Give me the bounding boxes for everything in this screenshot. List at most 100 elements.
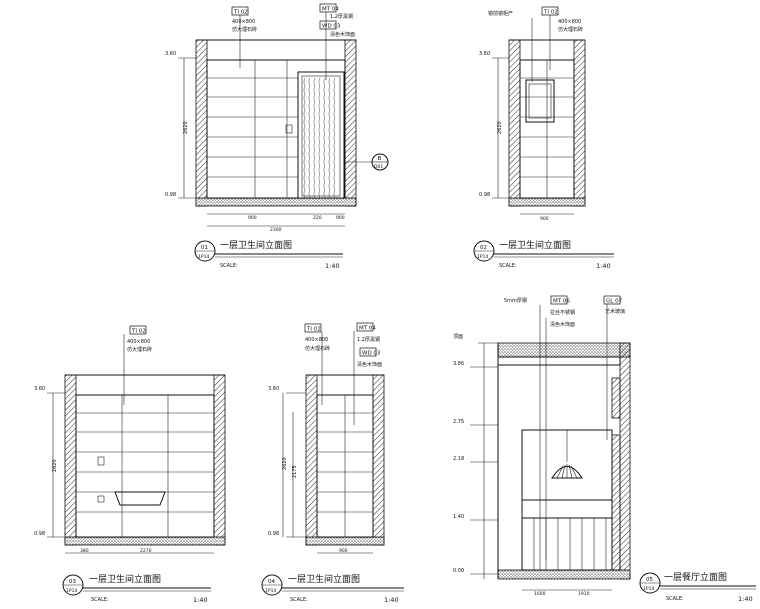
scale-value: 1:40: [596, 262, 611, 270]
scale-value: 1:40: [738, 595, 753, 603]
door-panel: [301, 75, 341, 197]
sink-basin: [114, 491, 166, 506]
tile-grid: [520, 60, 574, 198]
scale-label: SCALE:: [499, 263, 517, 269]
note-steel: 1.2厚黑钢: [357, 336, 380, 343]
dim-height-2: 2175: [292, 465, 298, 478]
section-letter: B: [378, 156, 382, 162]
dim-height: 2620: [52, 459, 58, 472]
note-wood: 清色木饰面: [357, 361, 382, 368]
drawing-sheet-ref: 1P14: [265, 588, 276, 594]
dim-a: 900: [540, 216, 549, 222]
dim-height: 2620: [282, 457, 288, 470]
left-wall: [305, 374, 318, 546]
tile-wall: [75, 394, 215, 538]
drawing-sheet-ref: 1P14: [477, 254, 488, 260]
left-wall: [508, 39, 521, 207]
drawing-title: 一层卫生间立面图: [220, 239, 292, 251]
tag-wd03-text: WD 03: [362, 351, 381, 357]
scale-label: SCALE:: [91, 597, 109, 603]
column-upper: [611, 377, 621, 419]
tile-grid: [76, 395, 214, 537]
right-wall: [573, 39, 586, 207]
level-3: 2.18: [453, 456, 464, 462]
note-steel: 1.2厚黑钢: [330, 13, 353, 20]
note-wood: 清色木饰面: [330, 31, 355, 38]
level-2: 2.75: [453, 419, 464, 425]
dim-a: 900: [339, 548, 348, 554]
switch-icon: [285, 124, 293, 134]
elevation-04: TI 02 400×800 仿大理石砖 MT 04 1.2厚黑钢 WD 03 清…: [261, 322, 404, 604]
floor-slab: [305, 536, 385, 546]
level-4: 1.40: [453, 514, 464, 520]
floor-slab: [195, 197, 357, 207]
tag-mt04-text: MT 04: [359, 326, 376, 332]
level-top: 3.60: [268, 386, 279, 392]
floor-slab: [64, 536, 226, 546]
drawing-sheet-ref: 1P14: [66, 588, 77, 594]
dim-a: 380: [80, 548, 89, 554]
dim-b: 1910: [578, 591, 590, 597]
tag-ti02-text: TI 02: [543, 10, 558, 16]
drawing-number: 03: [69, 579, 76, 585]
note-wood: 清色木饰面: [550, 321, 575, 328]
scale-value: 1:40: [325, 262, 340, 270]
level-bottom: 0.98: [268, 531, 279, 537]
drawing-title: 一层卫生间立面图: [89, 573, 161, 585]
drawing-sheet-ref: 1P14: [198, 254, 209, 260]
right-wall: [372, 374, 385, 546]
dim-height: 2620: [183, 121, 189, 134]
scale-value: 1:40: [193, 596, 208, 604]
note-tile-material: 仿大理石砖: [558, 26, 583, 33]
tag-wd03: [319, 20, 337, 30]
level-lines: [470, 343, 498, 579]
tag-mt04-text: MT 04: [322, 7, 339, 13]
level-top: 3.60: [34, 386, 45, 392]
tag-wd03-text: WD 03: [322, 24, 341, 30]
level-top: 3.60: [479, 51, 490, 57]
right-wall: [213, 374, 226, 546]
column-lower: [611, 434, 621, 571]
drawing-number: 02: [480, 245, 487, 251]
mirror-glass: [528, 83, 552, 119]
note-tile-material: 仿大理石砖: [232, 26, 257, 33]
tag-ti02-text: TI 02: [306, 327, 321, 333]
note-mirror: 镜前镜柜产: [488, 10, 513, 17]
floor-slab: [508, 197, 586, 207]
level-bottom: 0.98: [34, 531, 45, 537]
tag-ti02-text: TI 02: [131, 329, 146, 335]
elevation-01: TI 02 400×800 仿大理石砖 MT 04 1.2厚黑钢 WD 03 清…: [165, 3, 389, 270]
ceiling-cornice: [497, 356, 621, 366]
ceiling-slab: [497, 342, 631, 358]
level-top: 3.60: [165, 51, 176, 57]
drawing-sheet-ref: 1P14: [643, 586, 654, 592]
tag-gl07: [603, 295, 621, 305]
drawing-number: 05: [646, 577, 653, 583]
note-tile-material: 仿大理石砖: [127, 346, 152, 353]
left-wall: [64, 374, 77, 546]
elevation-02: TI 02 400×800 仿大理石砖 镜前镜柜产 3.60 0.98 2620…: [473, 6, 614, 270]
dim-c: 900: [336, 215, 345, 221]
dim-height: 2620: [497, 121, 503, 134]
door-wood-grain: [303, 77, 336, 199]
mirror-cabinet: [525, 79, 555, 123]
drawing-title: 一层卫生间立面图: [499, 239, 571, 251]
tag-mt06-text: MT 06: [553, 299, 570, 305]
dim-total: 2300: [270, 227, 282, 233]
level-bottom: 0.00: [453, 568, 464, 574]
section-sheet: D01: [374, 164, 383, 170]
wood-door: [297, 71, 345, 199]
level-bottom: 0.98: [165, 192, 176, 198]
right-wall: [344, 39, 357, 207]
elevation-03: TI 02 400×800 仿大理石砖 3.60 0.98 2620 380 2…: [34, 325, 226, 604]
wainscot-slats: [533, 518, 607, 570]
tag-wd03: [359, 347, 377, 357]
note-steel-thickness: 5mm厚钢: [504, 297, 527, 304]
tag-gl07-text: GL 07: [606, 299, 623, 305]
note-tile-size: 400×800: [127, 339, 150, 345]
scale-value: 1:40: [384, 596, 399, 604]
note-glass: 艺术玻璃: [605, 308, 625, 315]
tag-ti02: [304, 323, 322, 333]
dim-a: 1600: [534, 591, 546, 597]
